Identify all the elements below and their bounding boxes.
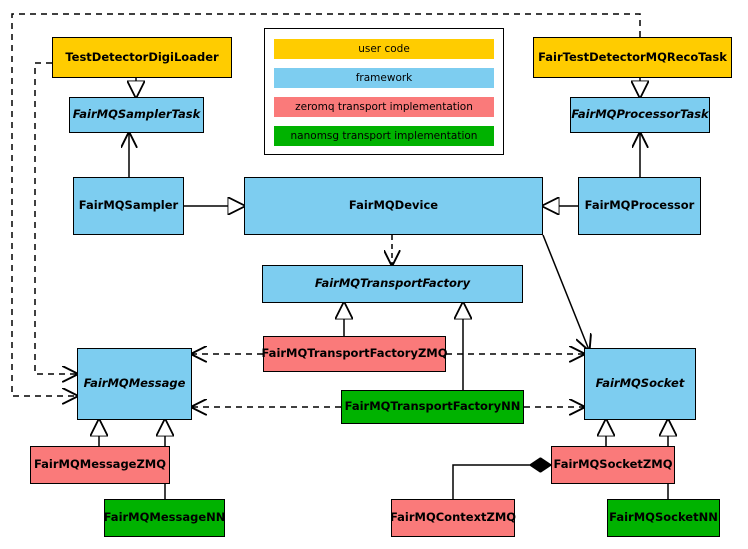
class-box-fairmqmessagenn[interactable]: FairMQMessageNN [104, 499, 225, 537]
class-box-label: FairMQDevice [348, 198, 439, 213]
legend-item-label: user code [358, 43, 410, 55]
class-box-label: FairMQProcessor [584, 198, 695, 213]
class-box-fairmqtransportfactoryzmq[interactable]: FairMQTransportFactoryZMQ [261, 336, 448, 372]
class-box-fairmqmessage[interactable]: FairMQMessage [77, 348, 192, 420]
class-box-fairmqdevice[interactable]: FairMQDevice [244, 177, 543, 235]
class-box-fairmqprocessor[interactable]: FairMQProcessor [578, 177, 701, 235]
legend-item-label: framework [355, 72, 413, 84]
class-box-label: FairMQMessageNN [103, 510, 226, 525]
class-box-label: FairMQTransportFactory [314, 276, 471, 291]
class-box-fairmqtransportfactorynn[interactable]: FairMQTransportFactoryNN [341, 390, 524, 424]
class-box-label: FairMQSocket [595, 376, 685, 391]
class-box-label: FairMQSamplerTask [72, 107, 201, 122]
class-box-label: FairMQSocketZMQ [553, 457, 673, 472]
edge-device-socket [542, 234, 589, 350]
class-box-fairmqcontextzmq[interactable]: FairMQContextZMQ [389, 499, 517, 537]
class-box-fairmqmessagezmq[interactable]: FairMQMessageZMQ [30, 446, 170, 484]
legend-item-nanomsg: nanomsg transport implementation [274, 126, 494, 146]
edge-contextzmq-socketzmq [452, 465, 551, 499]
class-box-fairmqsamplertask[interactable]: FairMQSamplerTask [69, 97, 204, 133]
class-box-label: FairMQTransportFactoryNN [344, 399, 521, 414]
class-box-label: FairMQTransportFactoryZMQ [261, 346, 448, 361]
class-box-fairmqprocessortask[interactable]: FairMQProcessorTask [570, 97, 710, 133]
legend-item-label: zeromq transport implementation [295, 101, 473, 113]
legend-item-label: nanomsg transport implementation [290, 130, 478, 142]
class-box-fairtestdetectormqrecotask[interactable]: FairTestDetectorMQRecoTask [533, 37, 732, 78]
class-box-label: FairMQMessage [83, 376, 186, 391]
class-box-fairmqsampler[interactable]: FairMQSampler [73, 177, 184, 235]
class-box-fairmqsocket[interactable]: FairMQSocket [584, 348, 696, 420]
class-box-label: FairMQProcessorTask [571, 107, 709, 122]
legend-item-zeromq: zeromq transport implementation [274, 97, 494, 117]
class-box-label: FairTestDetectorMQRecoTask [538, 49, 727, 64]
class-box-label: FairMQSampler [78, 198, 179, 213]
legend-item-user_code: user code [274, 39, 494, 59]
class-box-fairmqsocketzmq[interactable]: FairMQSocketZMQ [551, 446, 675, 484]
class-box-label: FairMQMessageZMQ [33, 457, 167, 472]
class-box-fairmqsocketnn[interactable]: FairMQSocketNN [607, 499, 720, 537]
class-box-label: FairMQContextZMQ [389, 510, 517, 525]
class-box-testdetectordigiloader[interactable]: TestDetectorDigiLoader [52, 37, 232, 78]
class-box-label: FairMQSocketNN [609, 510, 718, 525]
class-box-label: TestDetectorDigiLoader [65, 49, 219, 64]
class-box-fairmqtransportfactory[interactable]: FairMQTransportFactory [262, 265, 523, 303]
legend-item-framework: framework [274, 68, 494, 88]
